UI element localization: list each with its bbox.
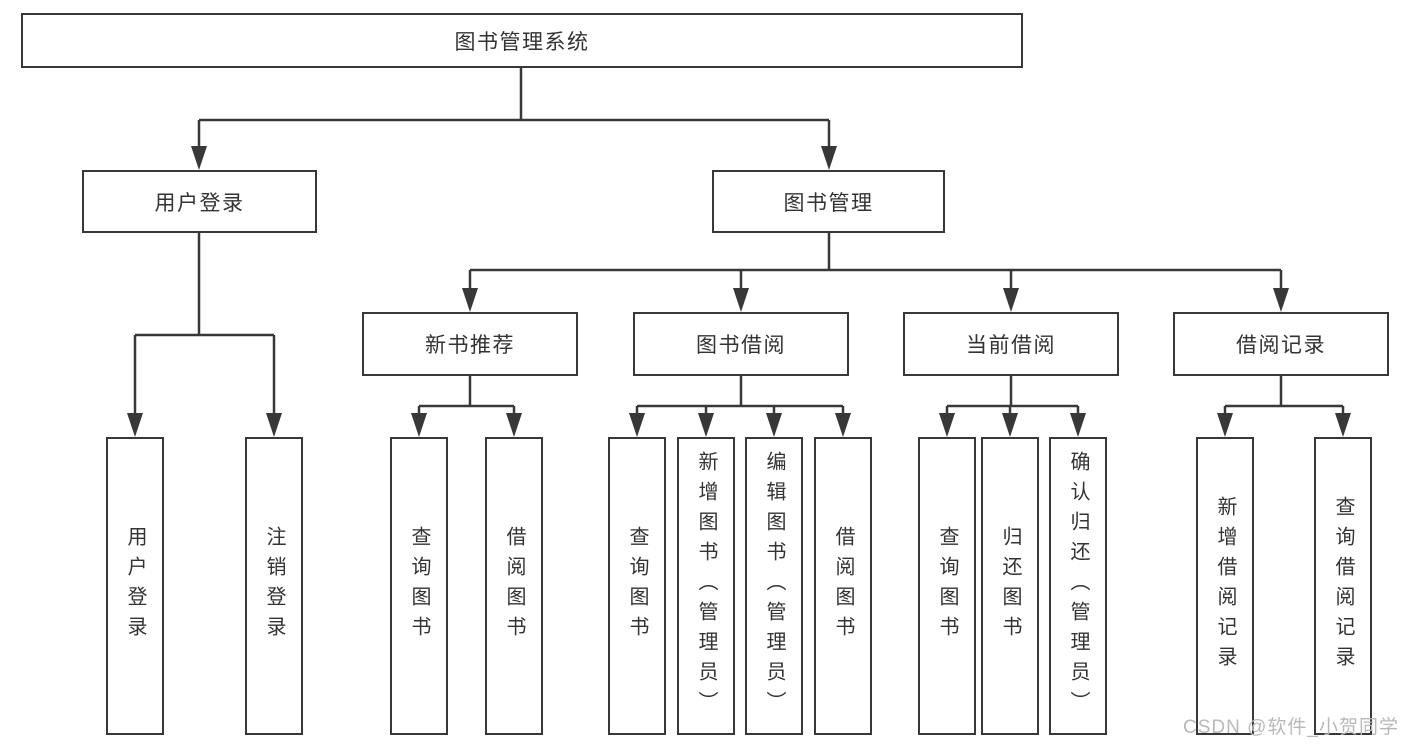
arrow-down-icon (629, 413, 645, 437)
node-borrow-books-action: 借阅图书 (814, 437, 872, 735)
node-label: 新书推荐 (425, 334, 515, 357)
node-current-borrow: 当前借阅 (903, 312, 1119, 376)
node-label: 图书借阅 (696, 334, 786, 357)
node-label: 用户登录 (154, 191, 245, 215)
arrow-down-icon (766, 413, 782, 437)
node-add-borrow-record: 新增借阅记录 (1196, 437, 1254, 735)
arrow-down-icon (1070, 413, 1086, 437)
node-logout-action: 注销登录 (245, 437, 303, 735)
arrowheads (127, 146, 1351, 437)
node-query-books-recommend: 查询图书 (390, 437, 448, 735)
node-return-book: 归还图书 (981, 437, 1039, 735)
wire-borrow-children (635, 376, 845, 420)
node-label: 借阅图书 (503, 526, 525, 646)
node-borrow-records: 借阅记录 (1173, 312, 1389, 376)
arrow-down-icon (506, 413, 522, 437)
arrow-down-icon (733, 288, 749, 312)
arrow-down-icon (821, 146, 837, 170)
node-confirm-return-admin: 确认归还（管理员） (1049, 437, 1107, 735)
arrow-down-icon (698, 413, 714, 437)
arrow-down-icon (462, 288, 478, 312)
arrow-down-icon (266, 413, 282, 437)
wire-record-children (1223, 376, 1345, 420)
node-label: 图书管理系统 (454, 30, 590, 54)
node-label: 确认归还（管理员） (1067, 451, 1089, 721)
node-label: 新增图书（管理员） (695, 451, 717, 721)
arrow-down-icon (939, 413, 955, 437)
node-query-books-borrow: 查询图书 (608, 437, 666, 735)
wire-new-book-children (417, 376, 516, 420)
arrow-down-icon (1003, 288, 1019, 312)
arrow-down-icon (1273, 288, 1289, 312)
node-label: 注销登录 (263, 526, 285, 646)
node-user-login: 用户登录 (82, 170, 317, 233)
node-label: 查询图书 (408, 526, 430, 646)
node-book-borrow: 图书借阅 (633, 312, 849, 376)
wire-book-mgmt-children (468, 233, 1283, 295)
node-new-book-recommend: 新书推荐 (362, 312, 578, 376)
wire-root-to-level2 (197, 68, 831, 150)
node-label: 查询图书 (626, 526, 648, 646)
node-label: 编辑图书（管理员） (763, 451, 785, 721)
node-label: 图书管理 (783, 191, 874, 215)
wire-user-login-children (133, 233, 276, 420)
node-user-login-action: 用户登录 (106, 437, 164, 735)
node-label: 归还图书 (999, 526, 1021, 646)
csdn-watermark: CSDN @软件_小贺同学 (1183, 717, 1399, 738)
node-label: 查询借阅记录 (1332, 496, 1354, 676)
node-label: 新增借阅记录 (1214, 496, 1236, 676)
node-query-borrow-record: 查询借阅记录 (1314, 437, 1372, 735)
node-borrow-books-recommend: 借阅图书 (485, 437, 543, 735)
node-label: 用户登录 (124, 526, 146, 646)
node-label: 借阅记录 (1236, 334, 1326, 357)
node-edit-book-admin: 编辑图书（管理员） (745, 437, 803, 735)
node-add-book-admin: 新增图书（管理员） (677, 437, 735, 735)
arrow-down-icon (1002, 413, 1018, 437)
node-system-root: 图书管理系统 (21, 13, 1023, 68)
arrow-down-icon (1217, 413, 1233, 437)
arrow-down-icon (835, 413, 851, 437)
node-label: 查询图书 (936, 526, 958, 646)
node-label: 当前借阅 (966, 334, 1056, 357)
arrow-down-icon (411, 413, 427, 437)
arrow-down-icon (1335, 413, 1351, 437)
node-book-management: 图书管理 (712, 170, 945, 233)
node-query-books-current: 查询图书 (918, 437, 976, 735)
arrow-down-icon (191, 146, 207, 170)
arrow-down-icon (127, 413, 143, 437)
node-label: 借阅图书 (832, 526, 854, 646)
